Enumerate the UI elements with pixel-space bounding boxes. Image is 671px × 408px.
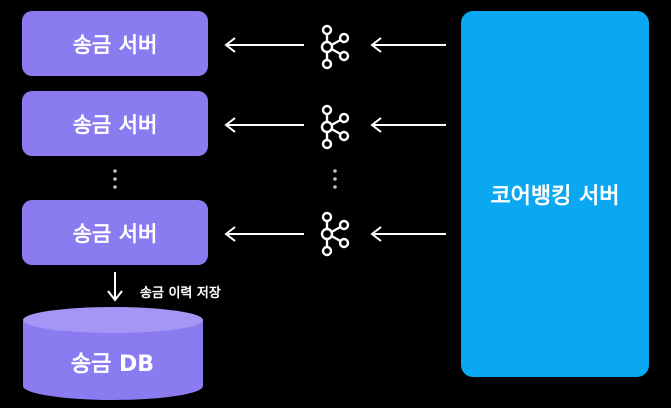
db-write-caption: 송금 이력 저장 xyxy=(140,286,221,301)
arrow-left-icon xyxy=(370,226,446,242)
core-banking-server: 코어뱅킹 서버 xyxy=(461,11,649,377)
arrow-down-icon xyxy=(107,272,123,302)
transfer-server-label: 송금 서버 xyxy=(72,32,158,57)
transfer-db-label: 송금 DB xyxy=(70,352,155,377)
core-banking-label: 코어뱅킹 서버 xyxy=(490,184,620,209)
kafka-icon xyxy=(320,24,350,70)
transfer-server-label: 송금 서버 xyxy=(72,112,158,137)
transfer-server-3: 송금 서버 xyxy=(22,200,208,265)
arrow-left-icon xyxy=(224,37,304,53)
arrow-left-icon xyxy=(370,117,446,133)
vertical-ellipsis-icon xyxy=(113,169,117,189)
arrow-left-icon xyxy=(370,37,446,53)
arrow-left-icon xyxy=(224,226,304,242)
database-cylinder-icon xyxy=(23,307,203,400)
transfer-server-1: 송금 서버 xyxy=(22,11,208,76)
kafka-icon xyxy=(320,104,350,150)
vertical-ellipsis-icon xyxy=(333,169,337,189)
kafka-icon xyxy=(320,211,350,257)
arrow-left-icon xyxy=(224,117,304,133)
transfer-db: 송금 DB xyxy=(22,342,203,382)
transfer-server-2: 송금 서버 xyxy=(22,91,208,156)
transfer-server-label: 송금 서버 xyxy=(72,221,158,246)
